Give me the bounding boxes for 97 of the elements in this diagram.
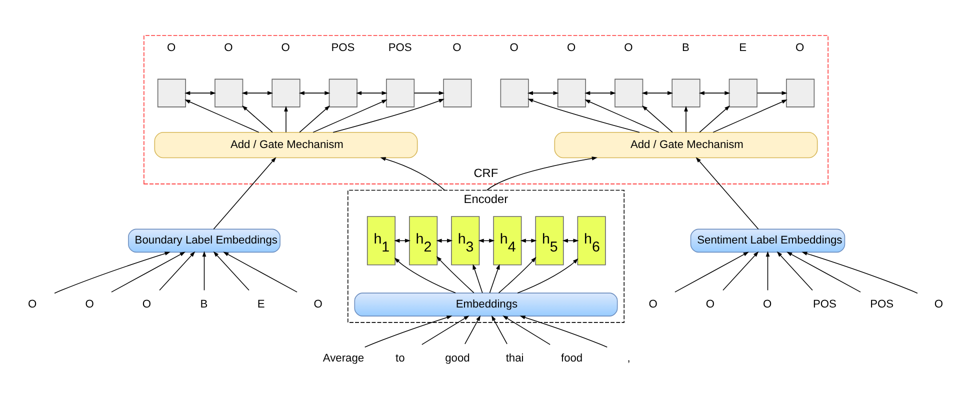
- arrow: [684, 105, 688, 132]
- arrow: [202, 250, 206, 290]
- node-text: good: [445, 352, 470, 364]
- arrow: [696, 156, 759, 229]
- node-text: POS: [812, 298, 836, 310]
- arrow: [722, 250, 759, 290]
- node-text: O: [142, 298, 152, 310]
- arrow: [527, 90, 559, 94]
- node-label: O: [281, 41, 290, 54]
- node-label: O: [224, 41, 233, 54]
- node-box: Add / Gate Mechanism: [554, 131, 818, 158]
- arrow: [213, 250, 250, 290]
- node-label: B: [682, 41, 690, 54]
- arrow: [242, 90, 274, 94]
- arrow: [298, 90, 330, 94]
- node-text: B: [200, 298, 208, 310]
- arrow: [756, 90, 788, 94]
- node-box: [443, 78, 472, 107]
- arrow: [184, 90, 216, 94]
- arrow: [642, 104, 673, 132]
- arrow: [414, 90, 444, 94]
- node-label: O: [510, 41, 518, 54]
- node-label: E: [739, 41, 747, 54]
- node-box: Add / Gate Mechanism: [154, 131, 418, 158]
- node-text: Average: [322, 352, 364, 364]
- arrow: [332, 98, 444, 132]
- node-label: O: [796, 41, 804, 54]
- arrow: [528, 98, 640, 132]
- arrow: [584, 90, 616, 94]
- node-box: [157, 78, 186, 107]
- node-box: [386, 78, 415, 107]
- arrow: [223, 251, 298, 292]
- node-box: [214, 78, 244, 107]
- node-label: O: [452, 41, 462, 54]
- node-text: ,: [627, 352, 630, 364]
- arrow: [776, 250, 813, 290]
- node-box: [557, 78, 586, 107]
- arrow: [489, 263, 500, 293]
- arrow: [364, 315, 452, 348]
- node-box: Sentiment Label Embeddings: [690, 228, 846, 252]
- arrow: [184, 99, 260, 132]
- arrow: [159, 250, 196, 290]
- node-label: O: [624, 41, 633, 54]
- node-label: POS: [331, 41, 355, 54]
- arrow: [213, 156, 276, 229]
- node-text: O: [28, 298, 37, 310]
- arrow: [698, 90, 730, 94]
- arrow: [299, 104, 330, 132]
- arrow: [394, 257, 456, 293]
- arrow: [54, 251, 170, 294]
- arrow: [422, 314, 470, 344]
- arrow: [712, 99, 788, 132]
- node-box: [728, 78, 758, 107]
- arrow: [491, 314, 508, 344]
- arrow: [642, 90, 674, 94]
- node-text: thai: [506, 352, 524, 364]
- node-text: to: [396, 352, 405, 364]
- arrow: [786, 251, 861, 292]
- arrow: [517, 258, 578, 293]
- arrow: [111, 251, 186, 292]
- node-box: [786, 78, 815, 107]
- arrow: [464, 314, 481, 344]
- node-box: [500, 78, 529, 107]
- arrow: [242, 104, 273, 132]
- node-box: [614, 78, 644, 107]
- arrow: [284, 105, 288, 132]
- node-text: O: [762, 298, 772, 310]
- node-label: POS: [388, 41, 412, 54]
- arrow: [699, 104, 730, 132]
- node-text: O: [706, 298, 714, 310]
- arrow: [380, 156, 446, 190]
- node-text: O: [934, 298, 944, 310]
- node-box: Boundary Label Embeddings: [128, 228, 280, 252]
- arrow: [356, 90, 388, 94]
- node-text: O: [314, 298, 322, 310]
- node-text: POS: [870, 298, 894, 310]
- arrow: [486, 156, 598, 190]
- node-box: [672, 78, 700, 107]
- node-label: O: [166, 41, 176, 54]
- arrow: [802, 251, 918, 294]
- node-box: Embeddings: [354, 292, 618, 316]
- node-text: O: [85, 298, 94, 310]
- arrow: [312, 99, 388, 132]
- node-box: [272, 78, 300, 107]
- node-box: [328, 78, 358, 107]
- node-label: O: [566, 41, 576, 54]
- arrow: [584, 99, 660, 132]
- node-text: E: [257, 298, 265, 310]
- arrow: [766, 250, 770, 290]
- arrow: [520, 315, 608, 348]
- node-text: food: [561, 352, 583, 364]
- node-text: O: [648, 298, 658, 310]
- arrow: [498, 256, 536, 293]
- arrow: [472, 263, 483, 293]
- arrow: [502, 314, 550, 344]
- arrow: [436, 256, 474, 293]
- arrow: [674, 251, 749, 292]
